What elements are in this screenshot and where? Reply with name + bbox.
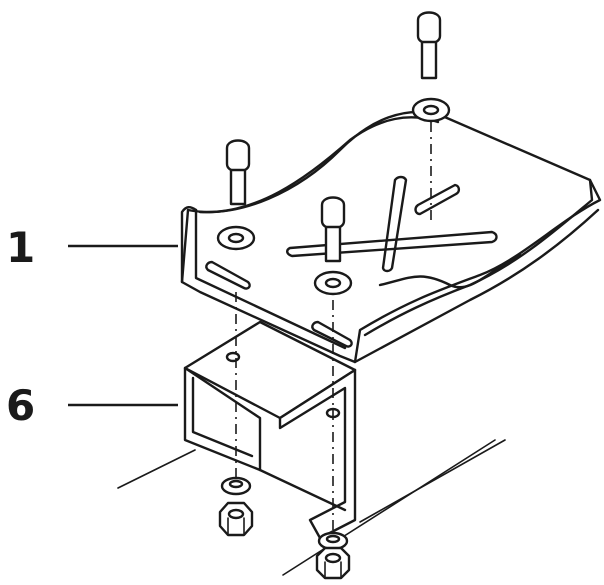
washer-front-right (313, 270, 353, 296)
callout-6-number: 6 (6, 381, 35, 430)
bolt-rear (416, 11, 442, 80)
bolts (225, 11, 442, 263)
lock-washer-right (317, 531, 349, 551)
bolt-center (320, 196, 346, 263)
nuts (218, 476, 351, 580)
lock-washer-left (220, 476, 252, 496)
callout-1: 1 (6, 223, 178, 272)
base-tube (117, 439, 506, 576)
bolt-left (225, 139, 251, 206)
upper-cradle-plate (180, 110, 602, 364)
hex-nut-right (315, 546, 351, 580)
callout-6: 6 (6, 381, 178, 430)
washers (216, 97, 451, 296)
washer-rear (411, 97, 451, 123)
lower-u-bracket (183, 320, 357, 540)
callout-1-number: 1 (6, 223, 35, 272)
washer-front-left (216, 225, 256, 251)
alignment-centerlines (235, 122, 432, 535)
hex-nut-left (218, 501, 254, 537)
